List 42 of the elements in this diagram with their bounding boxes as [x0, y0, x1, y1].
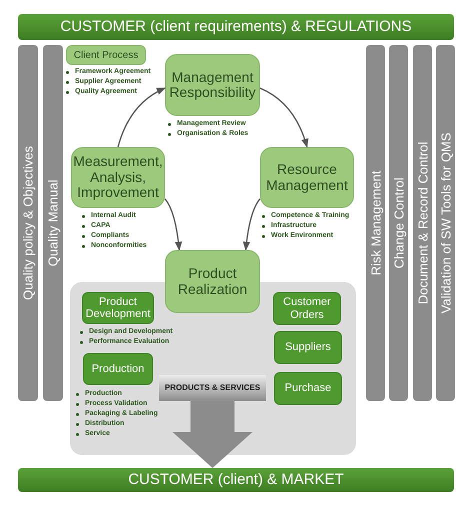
bar-label: Quality Manual: [44, 180, 62, 266]
vertical-bar: [436, 45, 455, 401]
box-title: Product Realization: [176, 266, 248, 297]
process-box: [273, 292, 341, 325]
box-title: Resource Management: [265, 162, 349, 193]
section-heading: CUSTOMER (client) & MARKET: [127, 470, 345, 490]
box-title: Product Development: [84, 296, 152, 320]
process-box: [83, 353, 153, 385]
process-box: [165, 250, 260, 313]
curved-arrow: [260, 88, 308, 148]
arrow-header: [159, 375, 266, 401]
vertical-bar: [43, 45, 63, 401]
process-box: [71, 147, 165, 208]
bar-label: Validation of SW Tools for QMS: [436, 132, 454, 314]
arrow-label: PRODUCTS & SERVICES: [164, 382, 262, 394]
box-title: Production: [90, 362, 146, 376]
vertical-bar: [366, 45, 385, 401]
box-title: Measurement, Analysis, Improvement: [72, 154, 164, 201]
curved-arrow: [164, 198, 182, 251]
bar-label: Document & Record Control: [414, 142, 431, 304]
banner-bar: [18, 14, 454, 40]
curved-arrow: [117, 88, 166, 148]
process-box: [260, 147, 354, 208]
process-box: [165, 54, 260, 116]
curved-arrow: [242, 198, 261, 251]
box-title: Client Process: [72, 48, 140, 62]
box-title: Customer Orders: [282, 296, 332, 321]
process-box: [66, 45, 146, 65]
box-title: Purchase: [284, 382, 332, 395]
bar-label: Risk Management: [366, 170, 384, 276]
banner-bar: [18, 468, 454, 492]
vertical-bar: [413, 45, 432, 401]
bar-label: Quality policy & Objectives: [19, 146, 36, 300]
process-box: [274, 372, 342, 405]
box-title: Suppliers: [284, 341, 332, 354]
section-heading: CUSTOMER (client requirements) & REGULATIONS: [59, 16, 413, 37]
bar-label: Change Control: [390, 177, 408, 269]
vertical-bar: [389, 45, 408, 401]
box-title: Management Responsibility: [168, 70, 257, 100]
process-box: [274, 331, 342, 364]
block-arrow: [172, 401, 252, 468]
vertical-bar: [18, 45, 38, 401]
